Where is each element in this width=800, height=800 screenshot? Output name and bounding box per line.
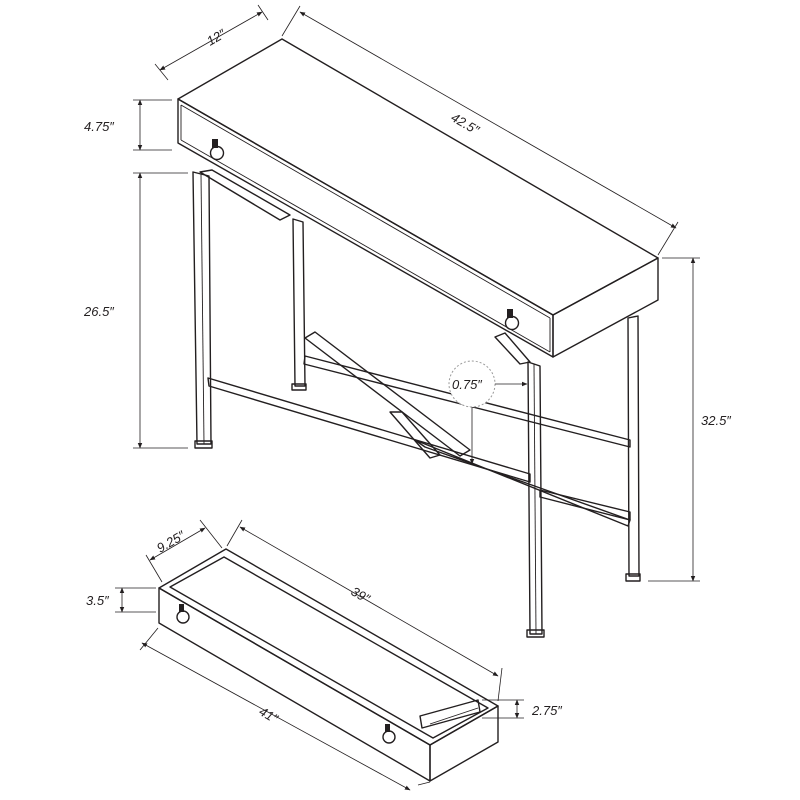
label-drawer-depth: 9.25″ — [154, 527, 188, 555]
apron-supports — [199, 169, 531, 365]
console-table — [177, 38, 659, 638]
label-drawer-height: 3.5″ — [86, 593, 109, 608]
ring-pull-icon — [176, 610, 190, 624]
label-overall-height: 32.5″ — [701, 413, 731, 428]
label-drawer-inner-height: 2.75″ — [531, 703, 562, 718]
front-left-leg — [192, 171, 213, 449]
label-top-depth: 12″ — [204, 26, 228, 49]
dimension-labels: 12″ 42.5″ 4.75″ 26.5″ 32.5″ 0.75″ 9.25″ … — [83, 26, 731, 726]
ring-pull-icon — [209, 145, 225, 161]
table-top — [177, 38, 659, 358]
ring-pull-icon — [382, 730, 396, 744]
front-right-leg — [526, 361, 545, 638]
label-drawer-width: 41″ — [257, 704, 281, 727]
label-leg-thickness: 0.75″ — [452, 377, 482, 392]
ring-pull-icon — [504, 315, 520, 331]
table-drawer-pulls — [209, 139, 520, 331]
drawer — [158, 548, 499, 782]
label-drawer-inner-width: 39″ — [349, 584, 373, 607]
dimension-lines — [115, 4, 700, 791]
stretchers — [207, 331, 631, 527]
label-leg-clearance: 26.5″ — [83, 304, 114, 319]
label-apron-height: 4.75″ — [84, 119, 114, 134]
